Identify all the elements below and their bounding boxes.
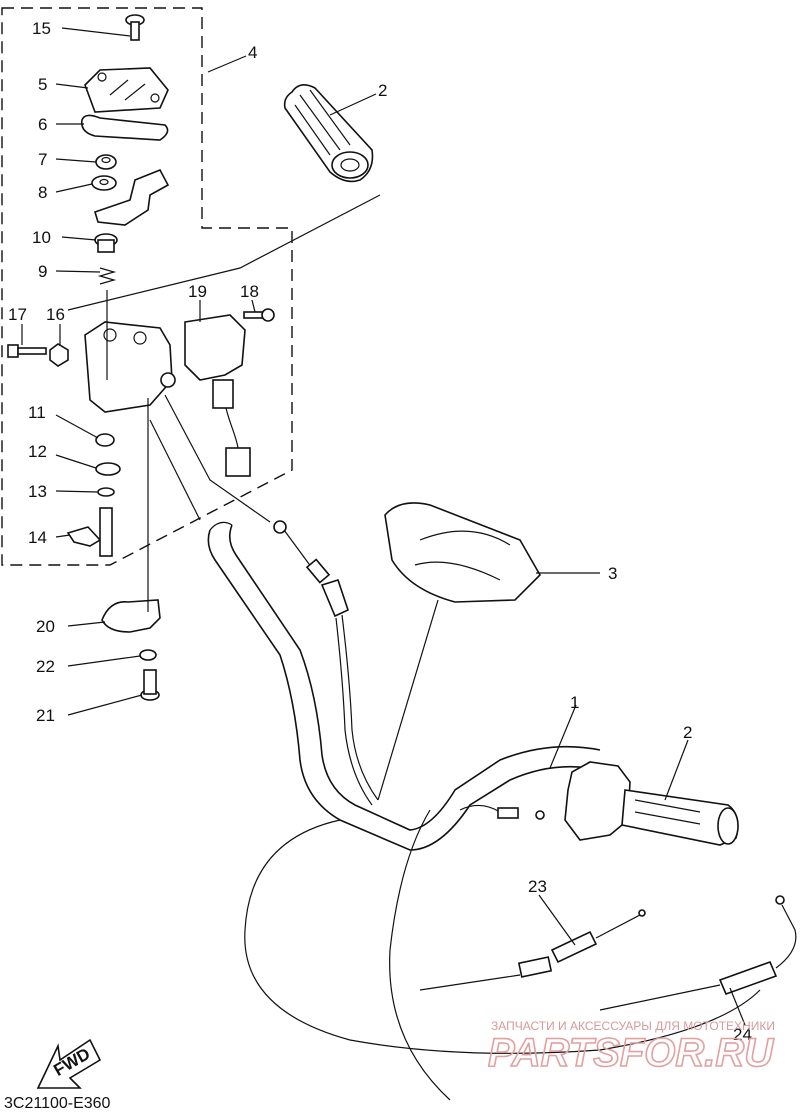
callout-20: 20 [36, 617, 55, 636]
leader-lines [21, 27, 746, 1026]
holder-20 [101, 599, 161, 633]
washer-13 [97, 487, 115, 497]
callout-24: 24 [733, 1025, 752, 1044]
callout-2-bottom: 2 [683, 723, 692, 742]
callout-23: 23 [528, 877, 547, 896]
fwd-arrow-icon: FWD [36, 1038, 102, 1089]
collar-11 [95, 433, 115, 447]
callout-22: 22 [36, 657, 55, 676]
washer-8 [91, 175, 117, 191]
callout-5: 5 [38, 75, 47, 94]
washer-22 [139, 649, 157, 661]
watermark: ЗАПЧАСТИ И АКСЕССУАРЫ ДЛЯ МОТОТЕХНИКИ PA… [487, 1019, 775, 1076]
callout-2-top: 2 [378, 81, 387, 100]
callout-18: 18 [240, 282, 259, 301]
cable-loop [244, 819, 761, 1054]
handlebar-1-inner [228, 524, 601, 831]
callout-19: 19 [188, 282, 207, 301]
callout-15: 15 [32, 19, 51, 38]
watermark-brand: PARTSFOR.RU [488, 1031, 774, 1075]
handlebar-1-outer [207, 529, 601, 851]
washer-12 [95, 462, 121, 476]
callout-14: 14 [28, 528, 47, 547]
brake-cable-upper [273, 520, 379, 806]
callout-3: 3 [608, 564, 617, 583]
handlebar-end [209, 521, 233, 531]
cable-lower [389, 809, 451, 1101]
grip-2-top [283, 84, 374, 183]
callout-16: 16 [46, 305, 65, 324]
collar-10 [94, 233, 118, 253]
connector [225, 447, 251, 477]
cover-3 [384, 502, 541, 603]
lever-plate [94, 168, 170, 226]
callout-11: 11 [28, 403, 46, 422]
callout-17: 17 [8, 305, 27, 324]
switch-19 [184, 314, 246, 409]
nut-16 [49, 343, 69, 367]
callout-9: 9 [38, 262, 47, 281]
spring-9 [97, 267, 117, 285]
callout-13: 13 [28, 482, 47, 501]
callout-12: 12 [28, 442, 47, 461]
switch-housing [84, 321, 176, 413]
cable-24 [599, 895, 797, 1011]
callout-8: 8 [38, 183, 47, 202]
callout-labels: 15 5 6 7 8 10 9 4 2 17 16 19 18 11 12 13… [8, 19, 752, 1044]
screw-18 [243, 308, 275, 322]
grip-2-bottom [621, 789, 739, 846]
cable-23 [419, 909, 646, 991]
callout-6: 6 [38, 115, 47, 134]
nut-7 [95, 154, 117, 170]
assembly-4-boundary [1, 7, 293, 566]
callout-10: 10 [32, 228, 51, 247]
throttle-housing [564, 761, 631, 841]
callout-1: 1 [570, 693, 579, 712]
bolt-21 [140, 669, 160, 701]
bolt-17 [7, 344, 47, 358]
gasket-6 [80, 114, 169, 141]
diagram-code: 3C21100-E360 [4, 1095, 111, 1112]
screw-15 [125, 14, 145, 41]
callout-4: 4 [248, 43, 257, 62]
callout-21: 21 [36, 706, 55, 725]
cover-5 [84, 67, 169, 113]
callout-7: 7 [38, 150, 47, 169]
throttle-cable-end [459, 804, 545, 820]
lever-14 [66, 507, 113, 557]
switch-wire [225, 407, 239, 449]
watermark-tagline: ЗАПЧАСТИ И АКСЕССУАРЫ ДЛЯ МОТОТЕХНИКИ [491, 1019, 775, 1033]
